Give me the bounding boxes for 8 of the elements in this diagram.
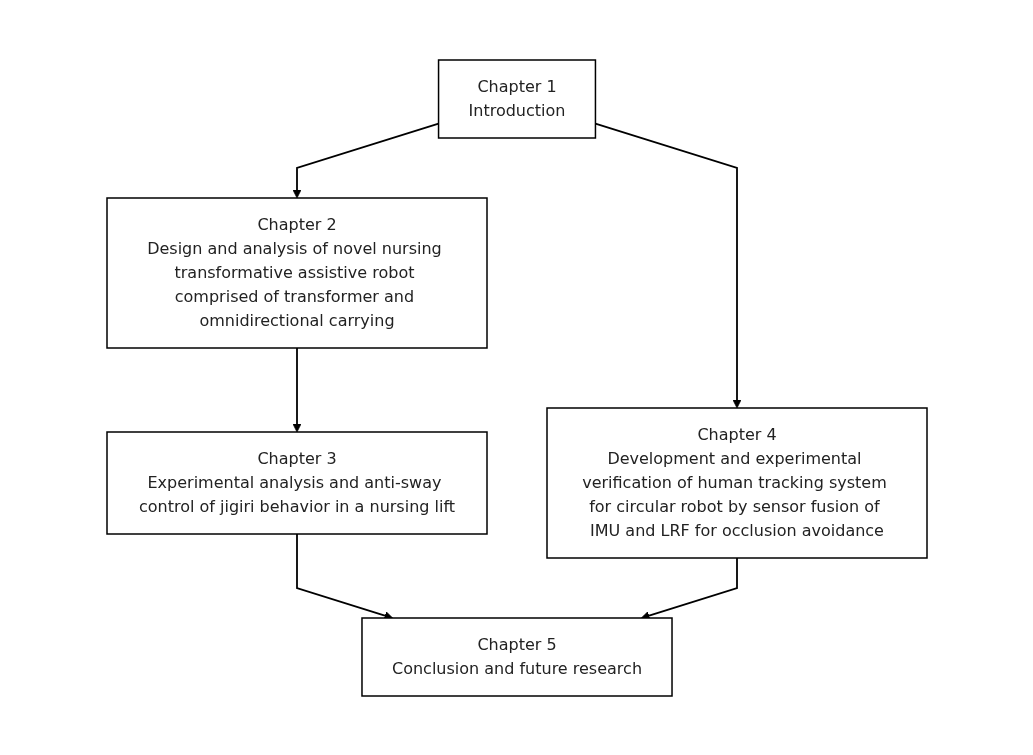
arrow — [292, 122, 439, 198]
node-box: Chapter 1 Introduction — [437, 58, 596, 139]
arrow — [292, 346, 301, 432]
node-box: Chapter 4 Development and experimental verification of human tracking system for circular robot by sensor fusion of IMU and LRF for occlusion avoidance — [545, 406, 928, 559]
arrow — [594, 122, 741, 408]
node-box: Chapter 3 Experimental analysis and anti-sway control of jigiri behavior in a nursing lift — [105, 430, 488, 535]
node-box: Chapter 5 Conclusion and future research — [360, 616, 673, 697]
node-box: Chapter 2 Design and analysis of novel nursing transformative assistive robot comprised of transformer and omnidirectional carrying — [105, 196, 488, 349]
